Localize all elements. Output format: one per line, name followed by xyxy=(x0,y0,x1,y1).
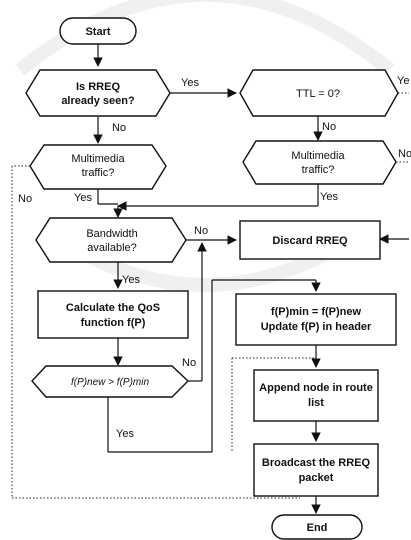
edge-label-seen-yes: Yes xyxy=(181,77,199,89)
edge-label-mm-left-no: No xyxy=(18,193,32,205)
edge-label-cmp-yes: Yes xyxy=(116,428,134,440)
edge-label-ttl-yes: Ye xyxy=(397,75,409,87)
ttl-decision xyxy=(239,69,399,117)
edge-label-bw-yes: Yes xyxy=(122,274,140,286)
edge-label-mm-right-yes: Yes xyxy=(320,191,338,203)
compare-label: f(P)new > f(P)min xyxy=(71,377,150,388)
broadcast-label-line2: packet xyxy=(299,472,334,484)
discard-rreq-box xyxy=(239,220,381,260)
append-node-box xyxy=(253,369,379,422)
edge-label-mm-right-no: No xyxy=(398,148,411,160)
rreq-seen-label-line1: Is RREQ xyxy=(76,81,120,93)
update-label-line2: Update f(P) in header xyxy=(261,321,372,333)
edge-label-mm-left-yes: Yes xyxy=(74,192,92,204)
ttl-label: TTL = 0? xyxy=(296,88,340,100)
connectors xyxy=(93,44,409,514)
rreq-seen-decision xyxy=(25,69,171,117)
multimedia-left-decision xyxy=(29,144,167,190)
bandwidth-label-line1: Bandwidth xyxy=(86,228,137,240)
bandwidth-decision xyxy=(35,217,187,263)
multimedia-left-label-line1: Multimedia xyxy=(71,153,125,165)
end-terminal xyxy=(271,514,363,540)
qos-label-line2: function f(P) xyxy=(81,317,146,329)
edge-label-seen-no: No xyxy=(112,122,126,134)
multimedia-right-label-line2: traffic? xyxy=(302,164,335,176)
append-label-line1: Append node in route xyxy=(259,382,373,394)
qos-label-line1: Calculate the QoS xyxy=(66,302,160,314)
broadcast-label-line1: Broadcast the RREQ xyxy=(262,457,371,469)
discard-label: Discard RREQ xyxy=(272,235,348,247)
edge-label-ttl-no: No xyxy=(322,121,336,133)
update-label-line1: f(P)min = f(P)new xyxy=(271,306,362,318)
qos-box xyxy=(37,290,189,339)
broadcast-box xyxy=(253,443,379,497)
start-terminal xyxy=(59,17,137,45)
compare-decision xyxy=(31,365,190,398)
start-label: Start xyxy=(85,26,110,38)
update-fp-box xyxy=(235,293,397,346)
end-label: End xyxy=(307,522,328,534)
multimedia-left-label-line2: traffic? xyxy=(82,167,115,179)
multimedia-right-label-line1: Multimedia xyxy=(291,150,345,162)
append-label-line2: list xyxy=(308,397,324,409)
dotted-return-paths xyxy=(11,92,409,499)
rreq-seen-label-line2: already seen? xyxy=(61,95,135,107)
multimedia-right-decision xyxy=(242,140,397,185)
edge-label-bw-no: No xyxy=(194,225,208,237)
edge-label-cmp-no: No xyxy=(182,357,196,369)
bandwidth-label-line2: available? xyxy=(87,242,137,254)
